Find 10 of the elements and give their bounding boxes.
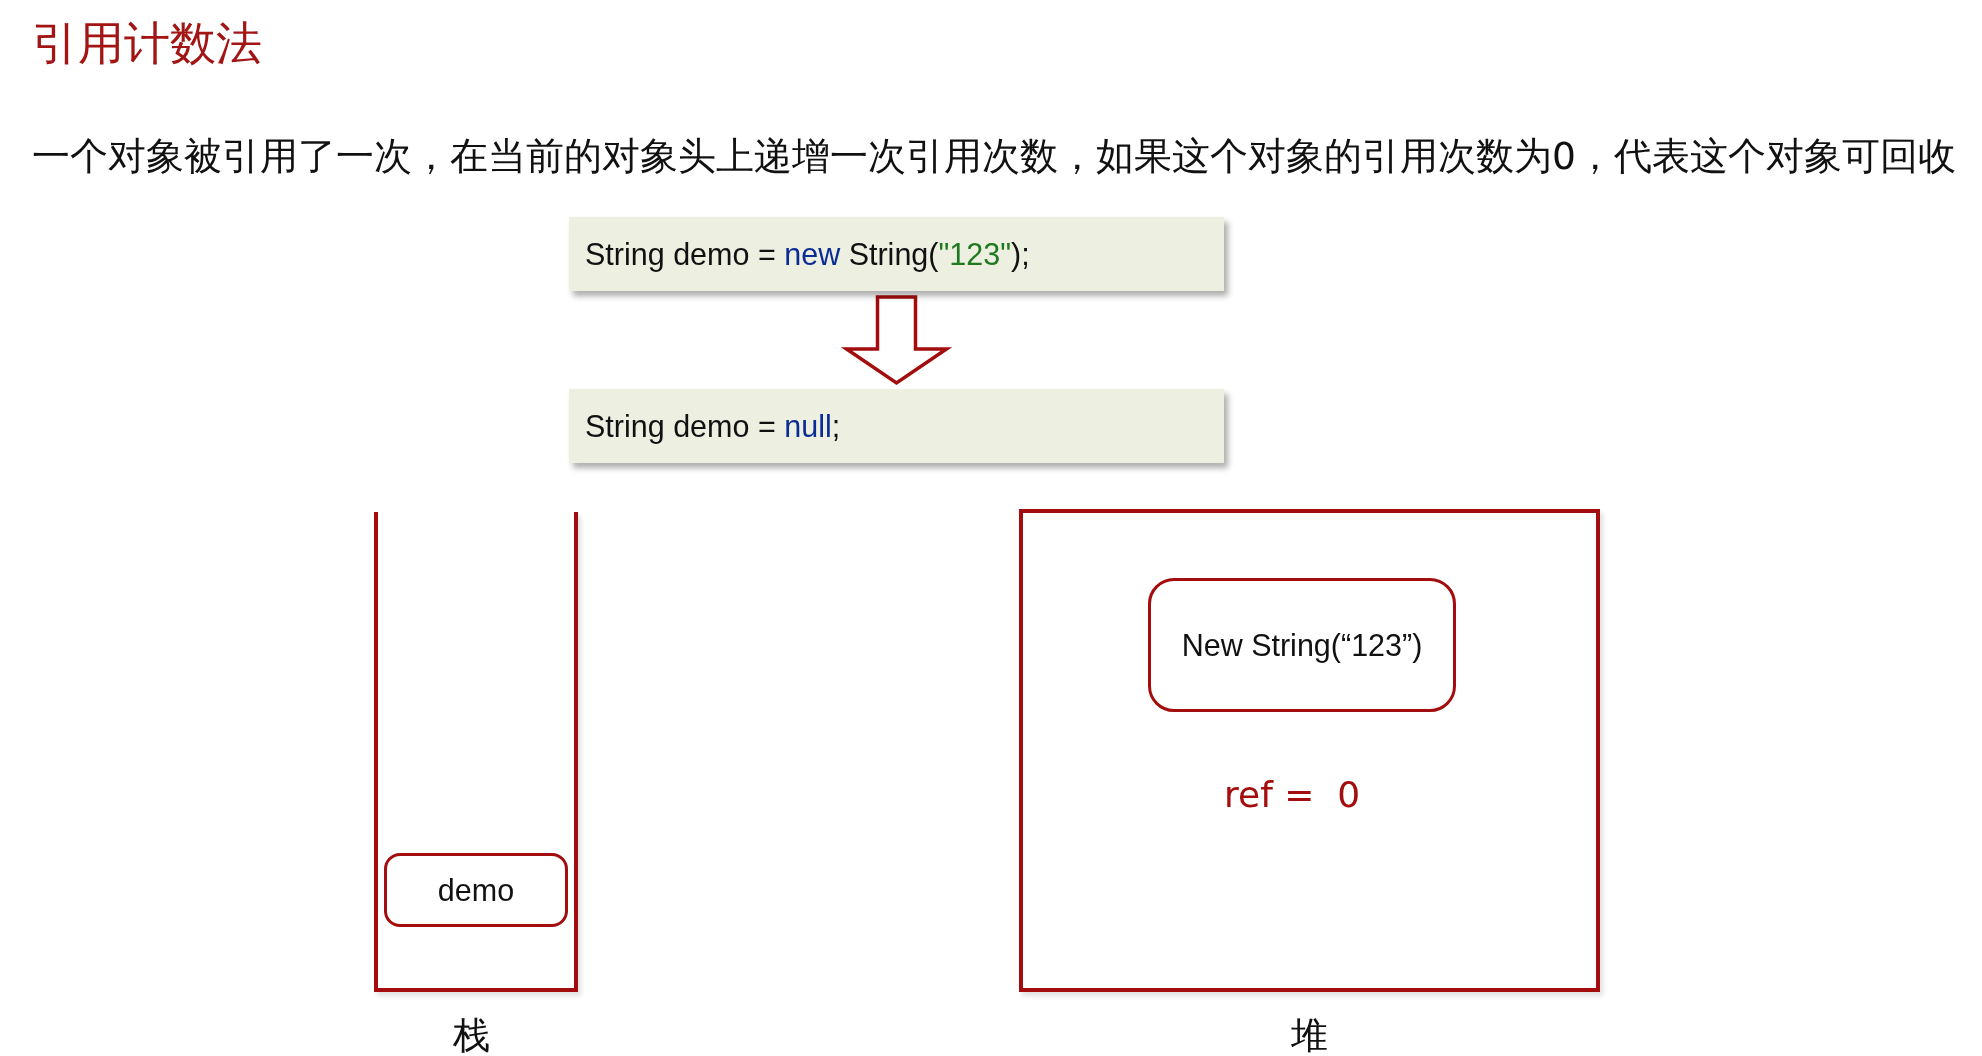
code-box: String demo = new String("123"); — [569, 217, 1224, 291]
title: 引用计数法 — [32, 20, 262, 66]
code-box: String demo = null; — [569, 389, 1224, 463]
container-label: 堆 — [1290, 1017, 1329, 1054]
container-label: 栈 — [451, 1017, 491, 1054]
description-text: 一个对象被引用了一次，在当前的对象头上递增一次引用次数，如果这个对象的引用次数为0，代表这个对象可回收 — [32, 138, 1956, 176]
rounded-box: New String(“123”) — [1148, 578, 1456, 712]
rounded-box: demo — [384, 853, 568, 927]
ref-count-text: ref = 0 — [1224, 777, 1361, 813]
block-arrow — [840, 295, 953, 386]
